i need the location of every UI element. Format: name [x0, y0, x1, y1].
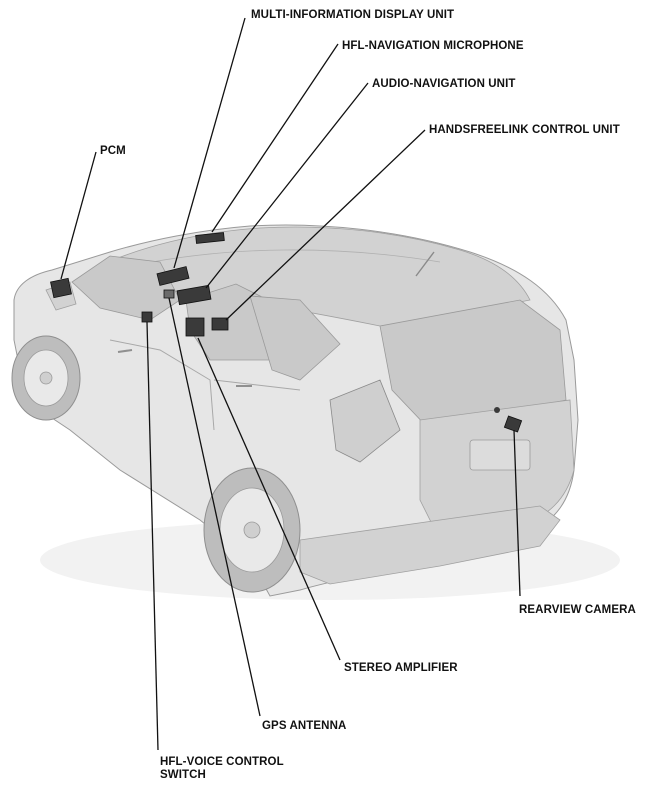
- rearview-camera-component: [503, 415, 523, 433]
- pcm-component: [50, 277, 72, 299]
- leader-rearview-camera: [513, 429, 521, 597]
- handsfreelink-control-unit-component: [211, 317, 229, 331]
- hfl-navigation-microphone-component: [195, 232, 225, 244]
- leader-stereo-amplifier: [197, 337, 341, 661]
- audio-navigation-unit-component: [176, 284, 212, 306]
- hfl-voice-control-switch-component: [141, 311, 153, 323]
- label-multi-information-display-unit: MULTI-INFORMATION DISPLAY UNIT: [251, 9, 455, 21]
- components: [50, 232, 523, 433]
- leader-gps-antenna: [168, 297, 261, 717]
- leader-hfl-voice-control-switch: [146, 321, 159, 751]
- label-gps-antenna: GPS ANTENNA: [262, 720, 347, 732]
- leader-handsfreelink-control-unit: [225, 129, 426, 321]
- leader-lines: [60, 17, 521, 751]
- leader-hfl-navigation-microphone: [211, 43, 339, 233]
- label-stereo-amplifier: STEREO AMPLIFIER: [344, 662, 458, 674]
- leader-audio-navigation-unit: [205, 82, 369, 289]
- label-audio-navigation-unit: AUDIO-NAVIGATION UNIT: [372, 78, 516, 90]
- label-hfl-voice-control-switch: HFL-VOICE CONTROL SWITCH: [160, 756, 284, 781]
- label-rearview-camera: REARVIEW CAMERA: [519, 604, 636, 616]
- vehicle-illustration: [11, 224, 620, 600]
- multi-information-display-component: [156, 266, 190, 286]
- leader-multi-information-display: [173, 17, 246, 269]
- label-hfl-navigation-microphone: HFL-NAVIGATION MICROPHONE: [342, 40, 524, 52]
- gps-antenna-component: [163, 289, 175, 299]
- stereo-amplifier-component: [185, 317, 205, 337]
- label-handsfreelink-control-unit: HANDSFREELINK CONTROL UNIT: [429, 124, 620, 136]
- label-pcm: PCM: [100, 145, 126, 157]
- leader-pcm: [60, 151, 97, 280]
